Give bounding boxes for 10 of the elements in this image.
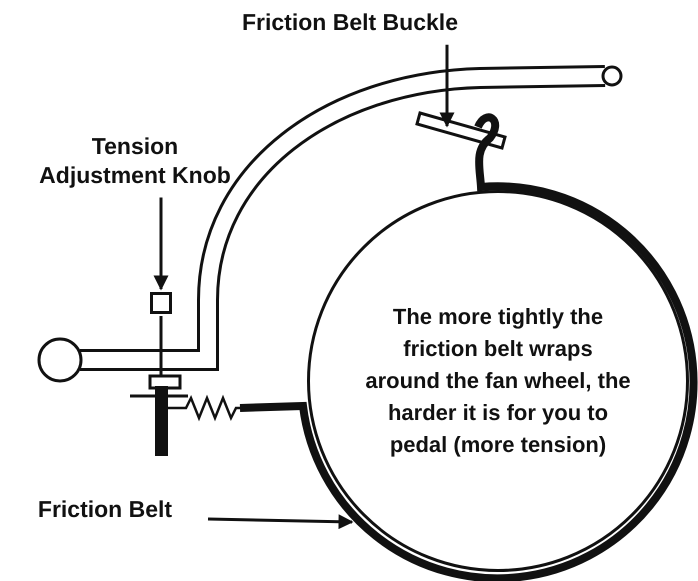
leader-arrow <box>154 198 168 290</box>
friction-belt <box>240 114 698 581</box>
leader-arrow <box>208 514 354 530</box>
leader-arrow <box>440 44 454 128</box>
part-label: Friction Belt Buckle <box>200 8 500 37</box>
wheel-caption: The more tightly the friction belt wraps around the fan wheel, the harder it is for you to pedal (more tension) <box>364 303 632 459</box>
part-label: Tension Adjustment Knob <box>35 132 235 190</box>
belt-buckle <box>415 111 507 150</box>
part-label: Friction Belt <box>10 495 200 524</box>
tension-knob <box>150 292 172 314</box>
